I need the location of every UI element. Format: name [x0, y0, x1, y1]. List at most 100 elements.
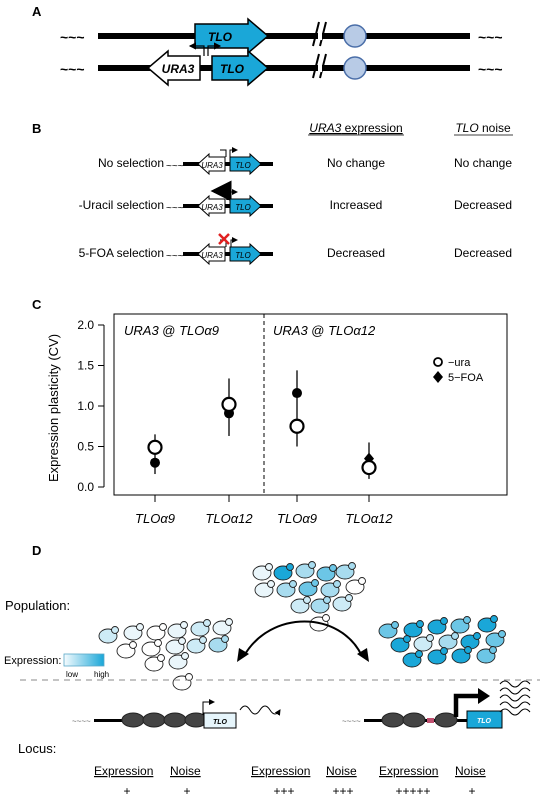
locus-label: Locus: [18, 741, 56, 756]
panel-c-label: C [32, 297, 42, 312]
tlo-gene-label: TLO [213, 719, 228, 726]
yeast-bud [289, 580, 297, 588]
table-header-expression: Expression [379, 764, 438, 778]
x-tick-label: TLOα12 [205, 511, 253, 526]
yeast-bud [157, 654, 165, 662]
chart-marks [147, 370, 377, 479]
chromosome-tilde-right: ~~~ [478, 61, 503, 77]
yeast-bud [403, 635, 411, 643]
ura3-gene-label: URA3 [162, 62, 195, 76]
yeast-bud [416, 620, 424, 628]
cell-population [98, 561, 506, 691]
tlo-gene-arrow: TLO [194, 17, 270, 55]
yeast-bud [329, 564, 337, 572]
bidirectional-promoter [188, 42, 222, 56]
subpanel-title-left: URA3 @ TLOα9 [124, 323, 219, 338]
nucleosome [402, 712, 426, 728]
centromere [343, 24, 367, 48]
yeast-bud [440, 647, 448, 655]
y-tick-label: 0.0 [77, 480, 94, 494]
table-value-expression: +++ [273, 784, 294, 798]
ura3-gene-arrow [197, 242, 226, 266]
tlo-gene-label: TLO [477, 718, 492, 725]
mrna-wave [239, 705, 281, 716]
yeast-bud [333, 580, 341, 588]
point-ura [289, 418, 305, 434]
yeast-bud [136, 623, 144, 631]
yeast-bud [415, 650, 423, 658]
yeast-bud [322, 614, 330, 622]
chromosome-arm [98, 65, 470, 71]
yeast-bud [323, 596, 331, 604]
tlo-gene-box [203, 712, 237, 729]
panel-a-label: A [32, 4, 42, 19]
yeast-bud [451, 632, 459, 640]
y-axis-label: Expression plasticity (CV) [46, 334, 61, 482]
yeast-bud [267, 580, 275, 588]
locus-line [183, 162, 273, 166]
point-ura [361, 459, 377, 476]
legend-label-ura: −ura [448, 357, 471, 369]
panel-c: C Expression plasticity (CV) 0.00.51.01.… [32, 297, 508, 526]
yeast-bud [180, 621, 188, 629]
legend-marker-foa [433, 371, 443, 383]
tlo-gene-label: TLO [208, 30, 233, 44]
selection-row: 5-FOA selection ~~~ URA3 TLO Decreased D… [79, 233, 512, 266]
yeast-bud [464, 646, 472, 654]
yeast-bud [129, 641, 137, 649]
yeast-bud [308, 561, 316, 569]
table-header-noise: Noise [170, 764, 201, 778]
yeast-bud [185, 673, 193, 681]
ura3-gene-arrow: URA3 [146, 49, 201, 87]
population-label: Population: [5, 598, 70, 613]
nucleosome [121, 712, 145, 728]
locus-line [183, 204, 273, 208]
switch-double-arrow [243, 620, 363, 657]
centromere [343, 56, 367, 80]
subpanel-title-right: URA3 @ TLOα12 [273, 323, 376, 338]
panel-d: D Population: Expression: low high ~~~~ … [4, 543, 540, 798]
tlo-mini-label: TLO [235, 161, 251, 170]
yeast-bud [154, 639, 162, 647]
x-tick-label: TLOα12 [345, 511, 393, 526]
expression-high-label: high [94, 670, 109, 679]
yeast-bud [221, 635, 229, 643]
condition-label: No selection [98, 156, 164, 170]
tilde: ~~~~ [72, 717, 91, 726]
tilde: ~~~~ [342, 717, 361, 726]
yeast-bud [426, 634, 434, 642]
point-ura [147, 439, 163, 455]
tlo-gene-arrow [229, 152, 262, 176]
yeast-bud [358, 577, 366, 585]
ura3-mini-label: URA3 [201, 161, 223, 170]
y-tick-label: 1.0 [77, 399, 94, 413]
selection-row: No selection ~~~ URA3 TLO No change No c… [98, 147, 512, 176]
yeast-bud [203, 619, 211, 627]
expression-low-label: low [66, 670, 78, 679]
locus-line [183, 252, 273, 256]
yeast-bud [111, 626, 119, 634]
tlo-gene-box [466, 710, 503, 729]
panel-a: A ~~~ TLO ~~~ ~~~ URA3 TLO [32, 4, 503, 87]
tilde: ~~~ [166, 203, 184, 214]
panel-b: B URA3 expression TLO noise No selection… [32, 121, 513, 266]
condition-label: -Uracil selection [79, 198, 164, 212]
plot-frame [113, 313, 508, 496]
y-tick-label: 2.0 [77, 318, 94, 332]
nucleosome [434, 712, 458, 728]
locus-high-expression: ~~~~ TLO [342, 680, 531, 729]
strong-promoter-arrow [453, 693, 480, 717]
ura3-mini-label: URA3 [201, 251, 223, 260]
arrowhead-right [357, 648, 369, 662]
tlo-noise-value: Decreased [454, 198, 512, 212]
yeast-bud [225, 618, 233, 626]
table-header-noise: Noise [455, 764, 486, 778]
chromosome-tilde-left: ~~~ [60, 61, 85, 77]
yeast-bud [348, 562, 356, 570]
expression-noise-table: Expression Noise + + Expression Noise ++… [94, 764, 486, 798]
yeast-bud [303, 596, 311, 604]
yeast-bud [489, 646, 497, 654]
tlo-noise-value: No change [454, 156, 512, 170]
